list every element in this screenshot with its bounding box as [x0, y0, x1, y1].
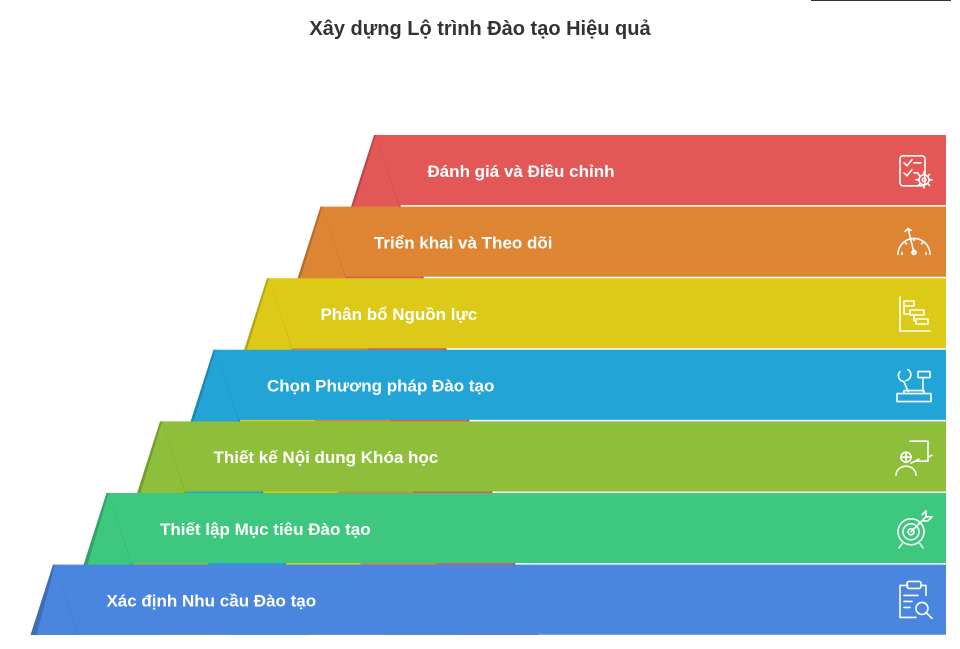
step-label-7: Xác định Nhu cầu Đào tạo [106, 591, 316, 610]
tools-icon [896, 368, 932, 403]
step-band-1 [376, 135, 946, 206]
step-band-3 [269, 278, 946, 349]
step-label-6: Thiết lập Mục tiêu Đào tạo [160, 520, 371, 539]
step-band-6 [108, 493, 946, 564]
corner-tab [811, 0, 951, 5]
step-band-4 [215, 349, 946, 420]
clipboard-search-icon [899, 580, 933, 620]
page-title: Xây dựng Lộ trình Đào tạo Hiệu quả [309, 18, 651, 40]
step-band-5 [162, 421, 946, 492]
step-label-1: Đánh giá và Điều chỉnh [427, 162, 614, 181]
presenter-board-icon [895, 440, 933, 477]
checklist-gear-icon [899, 155, 933, 189]
step-label-2: Triển khai và Theo dõi [374, 233, 553, 252]
step-label-5: Thiết kế Nội dung Khóa học [213, 448, 438, 467]
gantt-chart-icon [899, 296, 931, 332]
step-band-2 [322, 206, 946, 277]
step-label-3: Phân bổ Nguồn lực [320, 305, 477, 324]
target-arrow-icon [897, 509, 933, 549]
speedometer-icon [897, 227, 931, 256]
pyramid-layer-7 [36, 564, 78, 635]
step-band-7 [55, 564, 946, 635]
step-label-4: Chọn Phương pháp Đào tạo [267, 377, 494, 396]
